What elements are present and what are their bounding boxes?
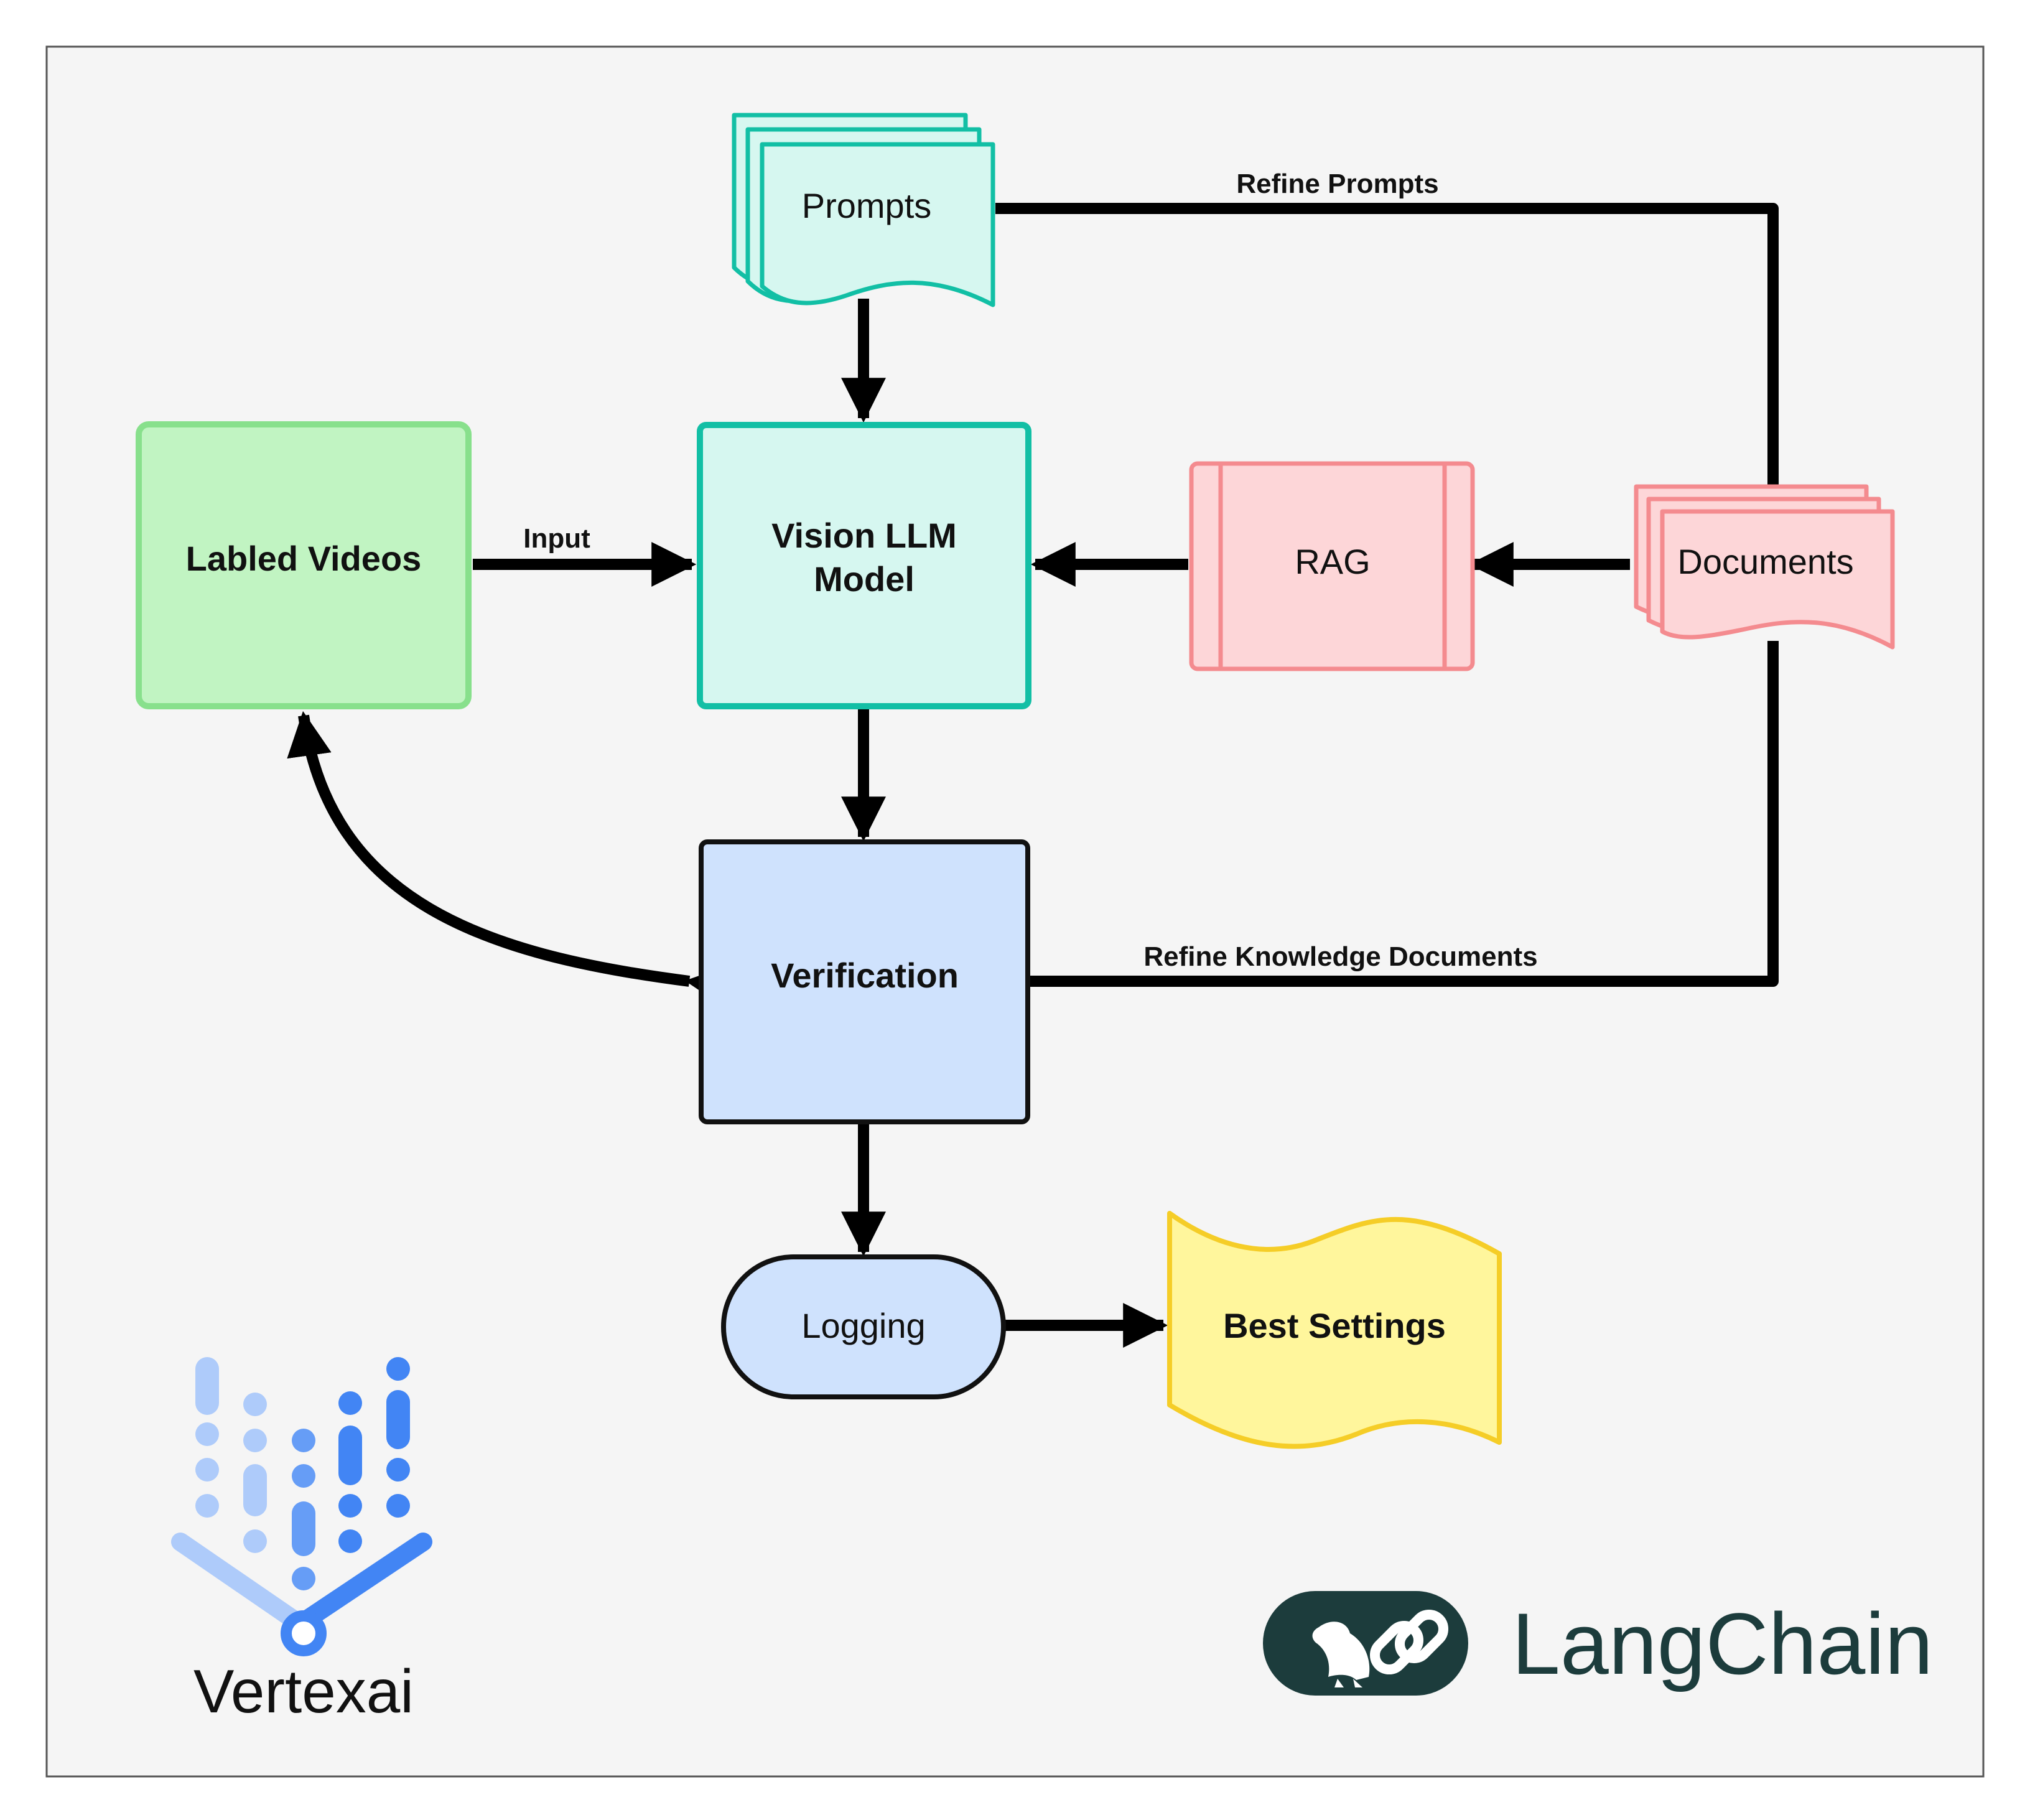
vertexai-mark: [171, 1357, 432, 1630]
labeled-videos-box: [136, 421, 472, 709]
vision-llm-label-line1: Vision LLM: [771, 516, 957, 555]
vision-llm-node: Vision LLM Model: [697, 422, 1031, 709]
logging-box: [721, 1254, 1006, 1399]
logging-label: Logging: [801, 1306, 925, 1345]
edge-label-refine-prompts: Refine Prompts: [1236, 169, 1438, 199]
parrot-icon: [1312, 1622, 1370, 1687]
prompts-node: Prompts: [732, 113, 995, 307]
best-settings-label: Best Settings: [1223, 1306, 1446, 1345]
documents-sheet-front: [1660, 509, 1895, 650]
vision-llm-box: [697, 422, 1031, 709]
best-settings-node: Best Settings: [1167, 1211, 1502, 1449]
edge-verification-videos: [287, 711, 732, 1009]
logging-node: Logging: [721, 1254, 1006, 1399]
prompts-label: Prompts: [802, 186, 932, 225]
labeled-videos-node: Labled Videos: [136, 421, 472, 709]
labeled-videos-label: Labled Videos: [186, 539, 422, 578]
connectors: [287, 203, 1779, 1348]
chain-link-icon: [1369, 1609, 1449, 1675]
rag-label: RAG: [1295, 542, 1370, 581]
documents-label: Documents: [1677, 542, 1853, 581]
edge-label-refine-knowledge: Refine Knowledge Documents: [1143, 941, 1537, 972]
verification-box: [699, 839, 1030, 1124]
verification-label: Verification: [771, 956, 959, 995]
rag-box: [1189, 461, 1475, 671]
verification-node: Verification: [699, 839, 1030, 1124]
documents-node: Documents: [1634, 484, 1895, 650]
langchain-wordmark: LangChain: [1512, 1595, 1933, 1692]
prompts-sheet-front: [760, 142, 995, 307]
vertexai-logo: Vertexai: [171, 1357, 432, 1725]
vertexai-dots: [195, 1357, 410, 1656]
vision-llm-label-line2: Model: [814, 559, 915, 599]
edge-label-input: Input: [523, 523, 590, 554]
edge-refine-prompts: [995, 203, 1779, 485]
rag-node: RAG: [1189, 461, 1475, 671]
langchain-logo: LangChain: [1263, 1591, 1933, 1696]
best-settings-shape: [1167, 1211, 1502, 1449]
vertexai-wordmark: Vertexai: [193, 1657, 414, 1725]
edge-refine-knowledge: [1030, 641, 1779, 987]
